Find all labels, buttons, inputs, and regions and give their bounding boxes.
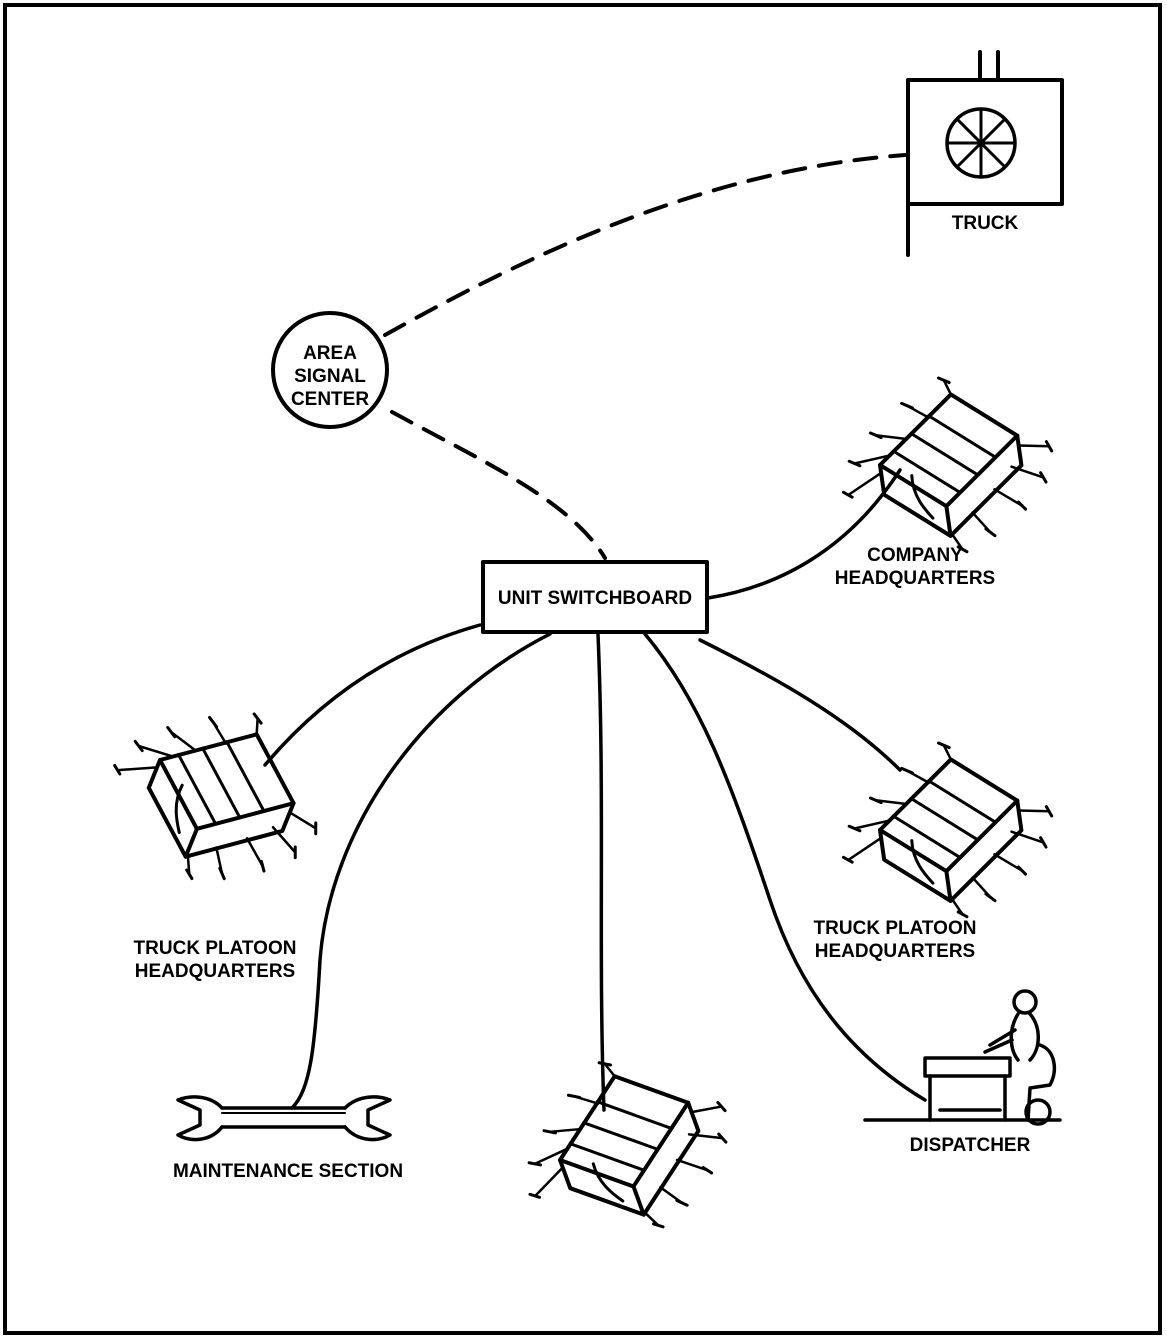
label-line: TRUCK PLATOON [813, 918, 977, 939]
truck-platoon-hq-left-label: TRUCK PLATOON HEADQUARTERS [110, 937, 320, 983]
truck-label: TRUCK [951, 213, 1019, 234]
tent-icon [84, 670, 351, 918]
label-line: AREA [303, 343, 357, 364]
link-switchboard-to-left-platoon [263, 623, 482, 767]
label-line: HEADQUARTERS [814, 941, 976, 962]
label-line: COMPANY [867, 545, 963, 566]
link-switchboard-to-dispatcher [643, 632, 927, 1102]
link-truck-to-area-signal [383, 153, 907, 337]
truck-icon [906, 50, 1064, 257]
link-switchboard-to-bottom-tent [596, 632, 606, 1112]
link-switchboard-to-right-platoon [698, 638, 902, 772]
tent-icon [827, 361, 1066, 570]
area-signal-center-node [271, 311, 389, 429]
maintenance-section-label: MAINTENANCE SECTION [172, 1161, 404, 1182]
label-line: TRUCK PLATOON [133, 938, 297, 959]
link-area-signal-to-switchboard [390, 410, 607, 560]
tent-icon [493, 1025, 758, 1268]
unit-switchboard-node [481, 560, 709, 634]
link-switchboard-to-maintenance [290, 632, 552, 1110]
label-line: SIGNAL [294, 366, 366, 387]
diagram-frame [3, 3, 1162, 1335]
tent-icon [827, 726, 1066, 935]
wrench-icon [176, 1095, 392, 1142]
unit-switchboard-label: UNIT SWITCHBOARD [497, 588, 693, 609]
dispatcher-label: DISPATCHER [909, 1135, 1031, 1156]
label-line: HEADQUARTERS [134, 961, 296, 982]
company-hq-label: COMPANY HEADQUARTERS [820, 544, 1010, 590]
truck-platoon-hq-right-label: TRUCK PLATOON HEADQUARTERS [790, 917, 1000, 963]
area-signal-center-label: AREA SIGNAL CENTER [283, 342, 377, 411]
label-line: HEADQUARTERS [834, 568, 996, 589]
link-switchboard-to-company-hq [706, 468, 902, 600]
dispatcher-desk-icon [863, 989, 1062, 1126]
label-line: CENTER [290, 389, 370, 410]
